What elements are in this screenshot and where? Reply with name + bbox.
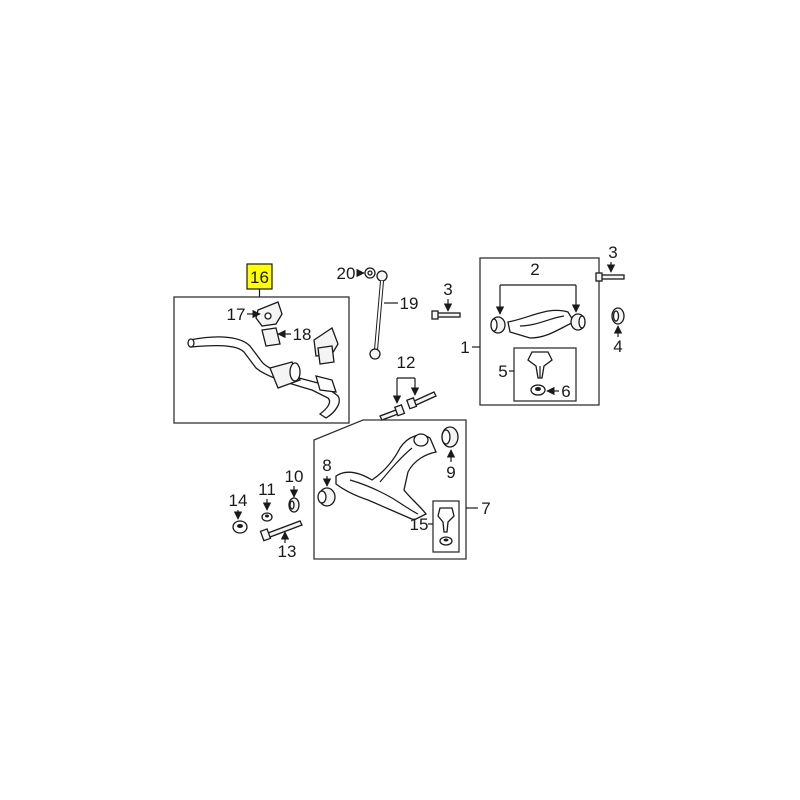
nut-6-hole	[535, 387, 541, 391]
bolt-12a[interactable]	[379, 409, 399, 421]
bolt-12b-head	[405, 397, 418, 410]
stabilizer-bar[interactable]	[189, 336, 340, 419]
bar-end-left	[187, 338, 195, 348]
upper-control-arm[interactable]	[507, 309, 575, 339]
hardware-group: 10 11 14 13	[229, 467, 304, 561]
upper-arm-box	[479, 257, 600, 406]
callout-12[interactable]: 12	[397, 353, 416, 372]
bar-link-right	[315, 375, 337, 393]
bolt-13-head	[259, 528, 272, 542]
lower-arm-group: 7 8 9 15	[313, 419, 491, 560]
callout-10[interactable]: 10	[285, 467, 304, 486]
bolt-3-right[interactable]	[599, 274, 625, 280]
callout-1[interactable]: 1	[460, 338, 469, 357]
lower-arm-rib-2	[379, 447, 413, 483]
upper-arm-bushing-left-face	[490, 318, 498, 332]
callout-15[interactable]: 15	[410, 515, 429, 534]
callout-8[interactable]: 8	[322, 456, 331, 475]
callout-9[interactable]: 9	[446, 463, 455, 482]
nut-14-hole	[237, 524, 243, 528]
lower-control-arm[interactable]	[335, 434, 437, 521]
callout-3-right[interactable]: 3	[608, 243, 617, 262]
bar-bushing-end	[289, 362, 301, 382]
callout-13[interactable]: 13	[278, 542, 297, 561]
lower-ball-joint-box	[432, 500, 460, 553]
callout-3-middle[interactable]: 3	[443, 280, 452, 299]
lower-arm-pivot	[413, 433, 429, 447]
callout-18[interactable]: 18	[293, 325, 312, 344]
lower-arm-box	[313, 419, 467, 560]
nut-4-face	[612, 310, 620, 322]
bolt-3-right-group: 3 4	[595, 243, 625, 356]
washer-10-face	[289, 500, 295, 510]
bolt-12-group: 12	[379, 353, 437, 421]
ball-joint-5[interactable]	[527, 351, 553, 379]
bolt-3-middle[interactable]	[435, 312, 461, 318]
bolt-3-middle-head	[431, 310, 439, 320]
callout-5[interactable]: 5	[498, 362, 507, 381]
callout-2[interactable]: 2	[530, 260, 539, 279]
ball-joint-15[interactable]	[437, 507, 455, 533]
nut-15-hole	[443, 538, 449, 542]
upper-arm-detail	[519, 315, 565, 327]
washer-11-hole	[265, 514, 269, 518]
upper-arm-bushing-right-face	[578, 315, 586, 329]
callout-19[interactable]: 19	[400, 294, 419, 313]
stabilizer-bar-box	[173, 296, 350, 424]
upper-arm-group: 1 2 5 6	[460, 257, 600, 406]
stabilizer-link-group: 20 19	[337, 264, 419, 360]
bushing-9-face	[441, 429, 451, 445]
ball-joint-box	[513, 347, 577, 402]
callout-7[interactable]: 7	[481, 499, 490, 518]
bracket-17-hole	[264, 312, 272, 320]
callout-20[interactable]: 20	[337, 264, 356, 283]
stabilizer-bar-group: 16 17 18	[173, 263, 350, 424]
link-19-bottom[interactable]	[369, 348, 381, 360]
bolt-12a-head	[393, 404, 406, 417]
callout-17[interactable]: 17	[227, 305, 246, 324]
link-19-rod-fill	[375, 280, 383, 351]
callout-6[interactable]: 6	[561, 382, 570, 401]
callout-4[interactable]: 4	[613, 337, 622, 356]
bushing-18[interactable]	[261, 327, 281, 347]
callout-11[interactable]: 11	[258, 480, 276, 499]
callout-16[interactable]: 16	[250, 268, 269, 287]
bushing-right[interactable]	[317, 345, 335, 365]
bushing-8-face	[317, 490, 327, 504]
nut-20-inner	[367, 270, 373, 276]
link-19-top[interactable]	[376, 270, 388, 282]
callout-14[interactable]: 14	[229, 491, 248, 510]
bolt-3-right-head	[595, 272, 603, 282]
lower-arm-rib	[349, 479, 419, 515]
bolt-3-middle-group: 3	[431, 280, 461, 320]
